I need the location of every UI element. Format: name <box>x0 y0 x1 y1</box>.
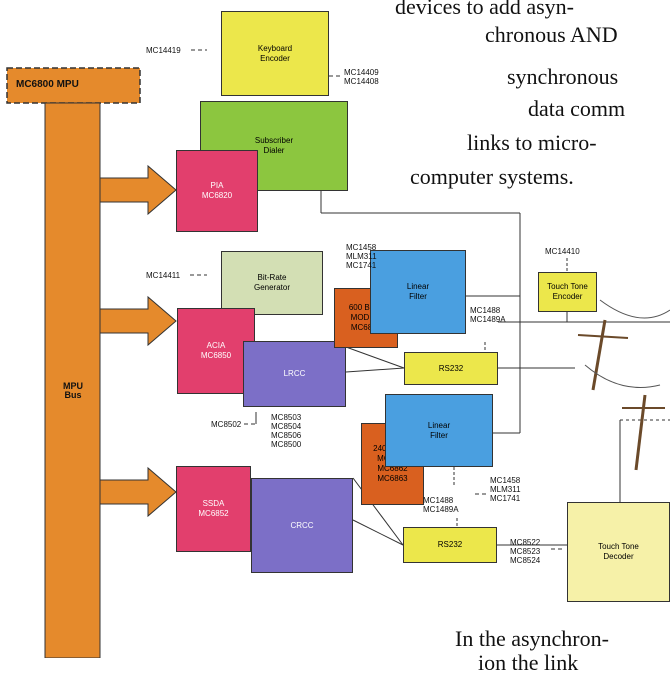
part-label-mc14409: MC14409 MC14408 <box>344 68 379 86</box>
part-label-mc14419: MC14419 <box>146 46 181 55</box>
touch-tone-encoder-label: Touch Tone Encoder <box>547 282 588 301</box>
linear-filter-1-block: Linear Filter <box>370 250 466 334</box>
body-text-line-2: chronous AND <box>485 22 618 47</box>
part-label-mc8522: MC8522 MC8523 MC8524 <box>510 538 541 565</box>
part-label-mc1488-top: MC1488 MC1489A <box>470 306 506 324</box>
lrcc-label: LRCC <box>283 369 306 378</box>
rs232-1-block: RS232 <box>404 352 498 385</box>
body-text-line-4: data comm <box>528 96 626 121</box>
body-text-line-1: devices to add asyn- <box>395 0 574 19</box>
bus-arrow-ssda <box>99 466 177 518</box>
body-text-bottom-2: ion the link <box>478 650 579 675</box>
part-label-mc1458-top: MC1458 MLM311 MC1741 <box>346 243 377 270</box>
ssda-block: SSDA MC6852 <box>176 466 251 552</box>
linear-filter-1-label: Linear Filter <box>406 282 430 301</box>
body-text-line-5: links to micro- <box>467 130 597 155</box>
acia-block: ACIA MC6850 <box>177 308 255 394</box>
body-text-bottom-1: In the asynchron- <box>455 626 609 651</box>
ssda-label: SSDA MC6852 <box>198 499 229 518</box>
rs232-2-label: RS232 <box>437 540 463 549</box>
part-label-mc8502: MC8502 <box>211 420 242 429</box>
mpu-bus-label: MPU Bus <box>63 381 83 400</box>
connection-lines <box>190 49 670 550</box>
keyboard-encoder-block: Keyboard Encoder <box>221 11 329 96</box>
mpu-label: MC6800 MPU <box>16 79 79 90</box>
bus-arrow-acia <box>99 295 177 347</box>
touch-tone-decoder-block: Touch Tone Decoder <box>567 502 670 602</box>
part-label-mc14411: MC14411 <box>146 271 181 280</box>
bit-rate-generator-label: Bit-Rate Generator <box>253 273 291 292</box>
rs232-2-block: RS232 <box>403 527 497 563</box>
part-label-mc1458-bottom: MC1458 MLM311 MC1741 <box>490 476 521 503</box>
rs232-1-label: RS232 <box>438 363 464 373</box>
part-label-mc14410: MC14410 <box>545 247 580 256</box>
acia-label: ACIA MC6850 <box>200 341 232 360</box>
body-text-line-3: synchronous <box>507 64 619 89</box>
part-label-mc8503: MC8503 MC8504 MC8506 MC8500 <box>271 413 302 449</box>
crcc-block: CRCC <box>251 478 353 573</box>
subscriber-dialer-label: Subscriber Dialer <box>254 136 294 155</box>
mpu-header <box>6 67 141 104</box>
lrcc-block: LRCC <box>243 341 346 407</box>
linear-filter-2-block: Linear Filter <box>385 394 493 467</box>
crcc-label: CRCC <box>290 520 314 530</box>
part-label-mc1488-bottom: MC1488 MC1489A <box>423 496 459 514</box>
body-text-line-6: computer systems. <box>410 164 574 189</box>
block-diagram <box>6 49 670 658</box>
touch-tone-decoder-label: Touch Tone Decoder <box>598 542 639 561</box>
bit-rate-generator-block: Bit-Rate Generator <box>221 251 323 315</box>
pia-label: PIA MC6820 <box>201 181 233 200</box>
mpu-bus-column <box>44 102 101 658</box>
telephone-poles-icon <box>577 299 670 471</box>
bus-arrow-pia <box>99 164 177 216</box>
touch-tone-encoder-block: Touch Tone Encoder <box>538 272 597 312</box>
pia-block: PIA MC6820 <box>176 150 258 232</box>
keyboard-encoder-label: Keyboard Encoder <box>257 43 293 63</box>
linear-filter-2-label: Linear Filter <box>427 420 451 440</box>
